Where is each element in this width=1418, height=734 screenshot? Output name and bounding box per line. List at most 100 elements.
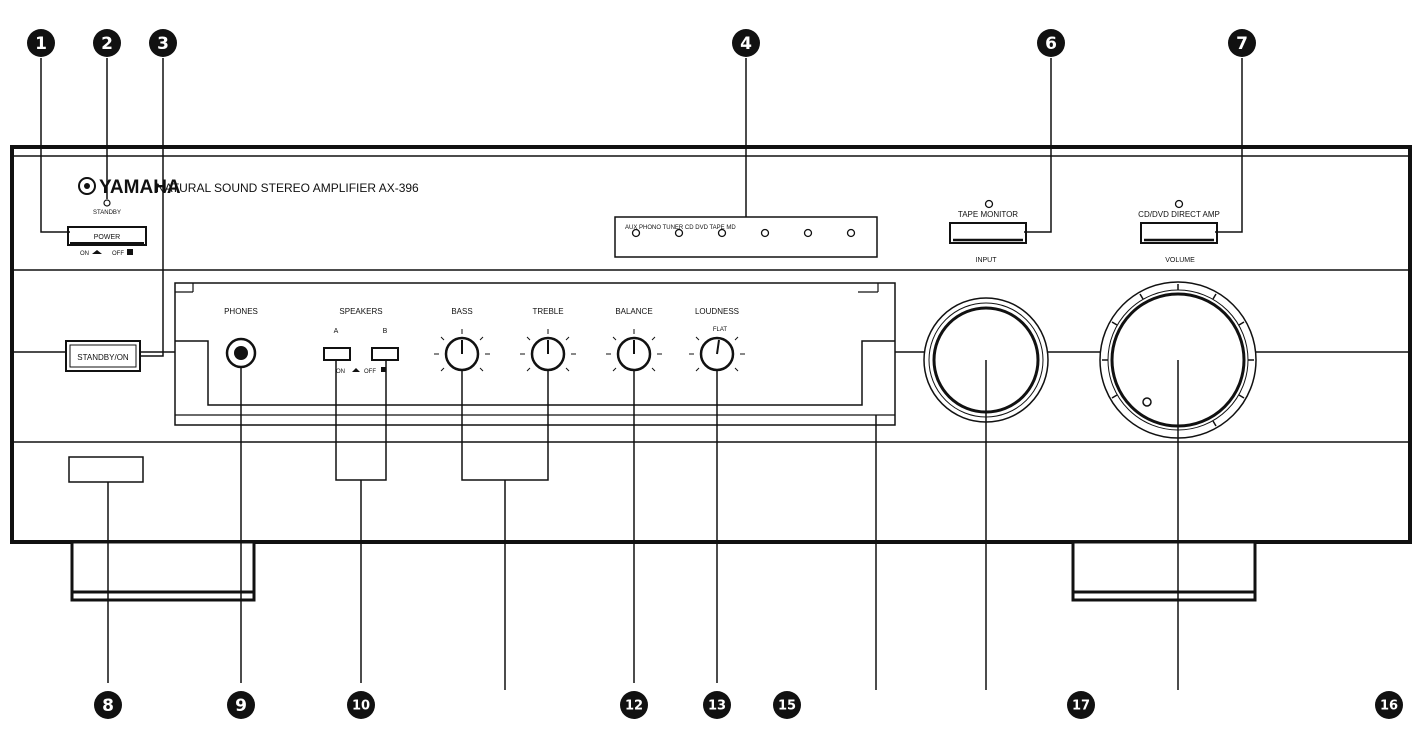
power-off-symbol-icon	[127, 249, 133, 255]
callout-2: 2	[93, 29, 121, 57]
standby-on-area: STANDBY/ON	[65, 340, 141, 372]
leader-10	[335, 360, 387, 683]
svg-text:10: 10	[352, 699, 370, 714]
right-foot	[1071, 540, 1257, 602]
control-subpanel	[174, 282, 896, 426]
power-on-label: ON	[80, 251, 89, 257]
leader-11	[461, 370, 549, 690]
svg-text:4: 4	[740, 34, 752, 54]
input-led-aux	[631, 228, 641, 238]
tape-monitor-label: TAPE MONITOR	[958, 210, 1018, 219]
standby-on-label: STANDBY/ON	[77, 353, 129, 362]
svg-text:7: 7	[1236, 34, 1248, 54]
input-indicator-window	[614, 216, 878, 258]
power-area: STANDBY POWER ON OFF	[67, 199, 147, 257]
speaker-b-label: B	[383, 328, 388, 335]
power-off-label: OFF	[112, 251, 124, 257]
input-indicator-panel: AUX PHONO TUNER CD DVD TAPE MD	[614, 216, 878, 258]
remote-sensor-window	[68, 456, 144, 483]
input-source-labels: AUX PHONO TUNER CD DVD TAPE MD	[625, 225, 736, 231]
bass-scale-ticks	[434, 329, 490, 372]
callout-9: 9	[227, 691, 255, 719]
speaker-off-symbol-icon	[381, 367, 386, 372]
leader-3	[140, 58, 164, 357]
leader-7	[1215, 58, 1243, 233]
svg-text:3: 3	[157, 34, 169, 54]
input-led-tuner	[717, 228, 727, 238]
callout-12: 12	[620, 691, 648, 719]
speaker-on-label: ON	[336, 369, 345, 375]
standby-on-button[interactable]	[65, 340, 141, 372]
svg-text:13: 13	[708, 699, 726, 714]
svg-text:8: 8	[102, 696, 114, 716]
standby-indicator	[103, 199, 111, 207]
tape-monitor-indicator	[984, 199, 994, 209]
bass-label: BASS	[451, 307, 472, 316]
balance-scale-ticks	[606, 329, 662, 372]
callout-16: 16	[1375, 691, 1403, 719]
svg-text:1: 1	[35, 34, 47, 54]
balance-label: BALANCE	[615, 307, 652, 316]
input-led-phono	[674, 228, 684, 238]
callout-6: 6	[1037, 29, 1065, 57]
treble-knob-group: TREBLE	[520, 307, 576, 372]
input-knob-label: INPUT	[976, 257, 998, 264]
callout-1: 1	[27, 29, 55, 57]
brand-area: YAMAHA NATURAL SOUND STEREO AMPLIFIER AX…	[78, 177, 419, 198]
direct-amp-area: CD/DVD DIRECT AMP VOLUME	[1138, 199, 1220, 264]
callout-10: 10	[347, 691, 375, 719]
phones-label: PHONES	[224, 307, 258, 316]
tape-monitor-area: TAPE MONITOR INPUT	[949, 199, 1027, 264]
speaker-b-button[interactable]	[371, 347, 399, 361]
yamaha-emblem-icon	[78, 177, 96, 195]
standby-label: STANDBY	[93, 210, 121, 216]
svg-text:9: 9	[235, 696, 247, 716]
loudness-flat-label: FLAT	[713, 327, 728, 333]
power-button[interactable]	[67, 226, 147, 246]
input-indicator-leds	[631, 228, 856, 238]
input-led-dvd	[803, 228, 813, 238]
svg-text:17: 17	[1072, 699, 1090, 714]
direct-amp-label: CD/DVD DIRECT AMP	[1138, 210, 1220, 219]
yamaha-emblem-inner-icon	[84, 183, 90, 189]
direct-amp-indicator	[1174, 199, 1184, 209]
svg-text:15: 15	[778, 699, 796, 714]
volume-knob-marker	[1142, 397, 1152, 407]
callout-15: 15	[773, 691, 801, 719]
speaker-a-label: A	[334, 328, 339, 335]
speaker-off-label: OFF	[364, 369, 376, 375]
phones-area: PHONES	[224, 307, 258, 369]
callout-7: 7	[1228, 29, 1256, 57]
power-on-symbol-icon	[92, 250, 102, 254]
speakers-label: SPEAKERS	[339, 307, 382, 316]
svg-text:2: 2	[101, 34, 113, 54]
speaker-a-button[interactable]	[323, 347, 351, 361]
callout-4: 4	[732, 29, 760, 57]
yamaha-logo: YAMAHA	[99, 177, 181, 198]
speaker-on-symbol-icon	[352, 368, 360, 372]
speakers-area: SPEAKERS A B ON OFF	[323, 307, 399, 375]
leader-1	[40, 58, 70, 233]
callout-13: 13	[703, 691, 731, 719]
tape-monitor-button[interactable]	[949, 222, 1027, 244]
leader-lines	[40, 58, 1243, 690]
callout-3: 3	[149, 29, 177, 57]
input-led-cd	[760, 228, 770, 238]
volume-knob-label: VOLUME	[1165, 257, 1195, 264]
svg-text:12: 12	[625, 699, 643, 714]
left-foot	[70, 540, 256, 602]
volume-scale-ticks	[1102, 284, 1254, 427]
loudness-label: LOUDNESS	[695, 307, 739, 316]
direct-amp-button[interactable]	[1140, 222, 1218, 244]
callout-8: 8	[94, 691, 122, 719]
svg-text:16: 16	[1380, 699, 1398, 714]
treble-scale-ticks	[520, 329, 576, 372]
callouts: 1 2 3 4 6 7 8 9 10 12 13 15 17 16	[27, 29, 1403, 719]
leader-6	[1024, 58, 1052, 233]
loudness-scale-ticks	[689, 336, 745, 372]
loudness-knob-group: LOUDNESS FLAT	[689, 307, 745, 372]
callout-17: 17	[1067, 691, 1095, 719]
model-tagline: NATURAL SOUND STEREO AMPLIFIER AX-396	[156, 181, 419, 195]
svg-text:6: 6	[1045, 34, 1057, 54]
